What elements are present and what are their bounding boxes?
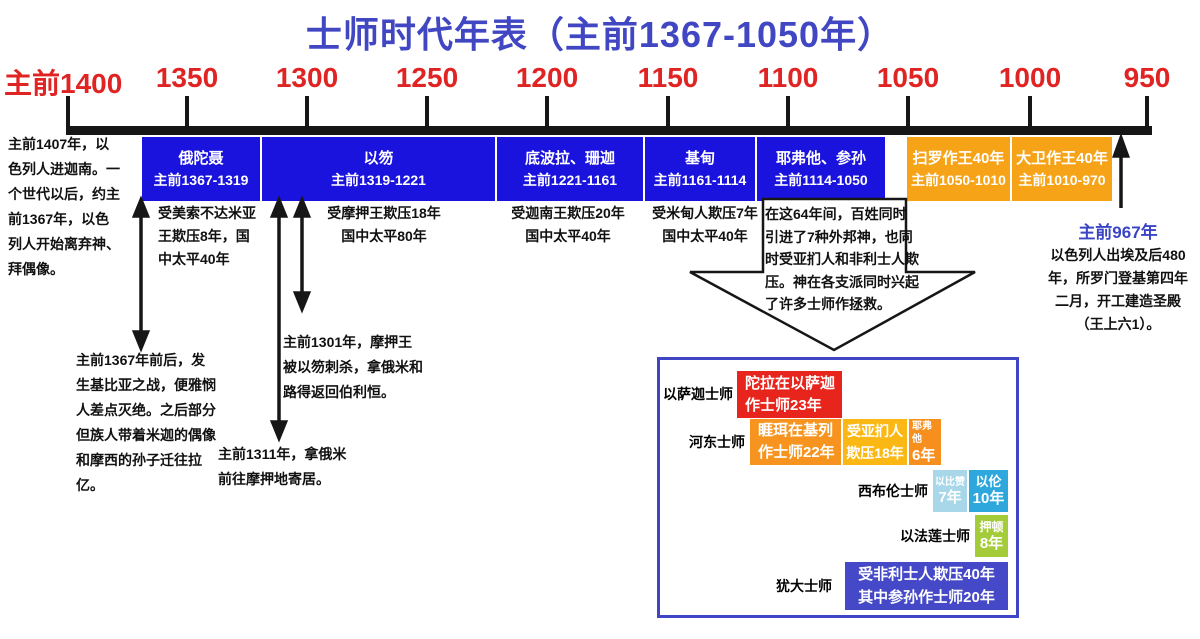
axis-tick [185,96,189,128]
period-name: 底波拉、珊迦 [524,150,615,167]
block-jair: 睚珥在基列 作士师22年 [750,419,841,465]
judge-name: 以比赞 [935,476,965,488]
period-box-david: 大卫作王40年 主前1010-970 [1012,137,1112,201]
axis-label-1100: 1100 [757,62,819,93]
note-64-years-callout: 在这64年间，百姓同时 引进了7种外邦神，也同 时受亚扪人和非利士人欺 压。神在… [765,206,919,312]
period-years: 主前1367-1319 [153,172,249,188]
note-1301: 主前1301年，摩押王 被以笏刺杀，拿俄米和 路得返回伯利恒。 [283,334,423,400]
block-jephthah: 耶弗他 6年 [909,419,941,465]
period-years: 主前1050-1010 [911,172,1006,188]
note-othniel-oppression: 受美索不达米亚 王欺压8年，国 中太平40年 [158,205,256,267]
axis-tick [666,96,670,128]
period-name: 基甸 [684,150,715,167]
axis-tick [66,96,70,128]
timeline-axis-bar [66,126,1152,135]
period-box-ehud: 以笏 主前1319-1221 [262,137,495,201]
up-arrow-967 [1112,132,1130,208]
judge-name: 押顿 [979,519,1004,534]
period-box-gideon: 基甸 主前1161-1114 [645,137,755,201]
note-ehud-oppression: 受摩押王欺压18年 国中太平80年 [327,205,441,244]
period-name: 耶弗他、参孙 [775,150,866,167]
note-1311: 主前1311年，拿俄米 前往摩押地寄居。 [218,446,347,487]
axis-tick [305,96,309,128]
axis-tick [786,96,790,128]
row-label-judah: 犹大士师 [776,578,832,594]
period-box-jephthah-samson: 耶弗他、参孙 主前1114-1050 [757,137,885,201]
note-967-body: 以色列人出埃及后480 年，所罗门登基第四年 二月，开工建造圣殿 （王上六1）。 [1048,247,1188,332]
block-tola: 陀拉在以萨迦 作士师23年 [737,371,842,418]
block-elon: 以伦 10年 [969,470,1008,512]
axis-tick [425,96,429,128]
period-years: 主前1221-1161 [522,172,618,188]
block-abdon: 押顿 8年 [975,515,1008,557]
note-intro-1407: 主前1407年，以 色列人进迦南。一 个世代以后，约主 前1367年，以色 列人… [8,136,120,277]
judge-years: 7年 [938,488,962,506]
row-label-ephraim: 以法莲士师 [900,528,970,544]
double-arrow-othniel [131,195,151,353]
note-gibeah-war: 主前1367年前后，发 生基比亚之战，便雅悯 人差点灭绝。之后部分 但族人带着米… [76,352,216,493]
axis-tick [545,96,549,128]
axis-tick [1028,96,1032,128]
row-label-issachar: 以萨迦士师 [663,386,733,402]
axis-label-1050: 1050 [876,62,940,93]
axis-label-1350: 1350 [155,62,219,93]
axis-label-1400: 主前1400 [4,68,123,99]
note-deborah-oppression: 受迦南王欺压20年 国中太平40年 [511,205,625,244]
axis-tick [1145,96,1149,128]
period-years: 主前1161-1114 [653,172,747,188]
block-ibzan: 以比赞 7年 [933,470,967,512]
axis-label-1250: 1250 [395,62,459,93]
axis-label-950: 950 [1123,62,1171,93]
axis-label-1000: 1000 [998,62,1062,93]
note-gideon-oppression: 受米甸人欺压7年 国中太平40年 [652,205,758,244]
axis-label-1150: 1150 [637,62,699,93]
period-years: 主前1010-970 [1018,172,1106,188]
judge-years: 10年 [972,490,1005,507]
judge-name: 耶弗他 [912,420,932,445]
judge-name: 以伦 [975,474,1002,489]
axis-label-1300: 1300 [275,62,339,93]
period-box-saul: 扫罗作王40年 主前1050-1010 [907,137,1010,201]
judge-years: 8年 [979,534,1004,552]
axis-label-1200: 1200 [515,62,579,93]
block-ammon-oppression: 受亚扪人 欺压18年 [843,419,907,465]
page-title: 士师时代年表（主前1367-1050年） [305,14,895,55]
period-name: 大卫作王40年 [1016,150,1108,167]
axis-tick [906,96,910,128]
block-philistine-oppression: 受非利士人欺压40年 其中参孙作士师20年 [845,562,1008,610]
row-label-transjordan: 河东士师 [689,434,745,450]
period-years: 主前1319-1221 [331,172,426,188]
period-name: 俄陀聂 [178,150,224,167]
period-years: 主前1114-1050 [774,172,868,188]
period-box-deborah-shamgar: 底波拉、珊迦 主前1221-1161 [497,137,643,201]
judge-years: 6年 [912,446,936,464]
double-arrow-1301 [292,195,312,314]
note-967-title: 主前967年 [1078,223,1158,242]
period-name: 扫罗作王40年 [912,150,1005,167]
row-label-zebulun: 西布伦士师 [858,483,928,499]
period-box-othniel: 俄陀聂 主前1367-1319 [142,137,260,201]
period-name: 以笏 [363,150,394,167]
